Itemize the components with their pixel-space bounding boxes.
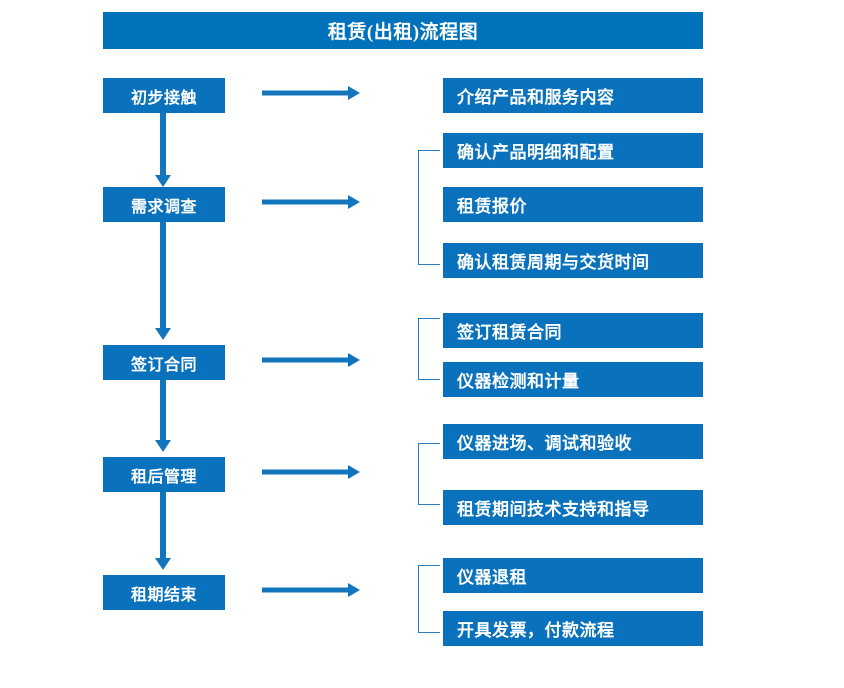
detail-box-confirm-product-details-config[interactable]: 确认产品明细和配置 — [443, 133, 703, 168]
detail-box-intro-products-services[interactable]: 介绍产品和服务内容 — [443, 78, 703, 113]
down-arrow-icon-stage-4-to-5 — [155, 492, 171, 570]
down-arrow-icon-stage-2-to-3 — [155, 222, 171, 340]
right-arrow-icon-stage-3 — [262, 353, 360, 367]
detail-box-instrument-return[interactable]: 仪器退租 — [443, 558, 703, 593]
right-arrow-icon-stage-4 — [262, 465, 360, 479]
right-arrow-icon-stage-1 — [262, 86, 360, 100]
detail-box-instrument-entry-debug-acceptance[interactable]: 仪器进场、调试和验收 — [443, 424, 703, 459]
group-bracket-icon-stage-2 — [418, 150, 440, 265]
detail-box-sign-rental-contract[interactable]: 签订租赁合同 — [443, 313, 703, 348]
stage-box-post-rental-management[interactable]: 租后管理 — [103, 457, 225, 492]
detail-box-rental-quotation[interactable]: 租赁报价 — [443, 187, 703, 222]
right-arrow-icon-stage-2 — [262, 195, 360, 209]
group-bracket-icon-stage-3 — [418, 318, 440, 380]
down-arrow-icon-stage-1-to-2 — [155, 112, 171, 187]
detail-box-instrument-inspection-metering[interactable]: 仪器检测和计量 — [443, 362, 703, 397]
detail-box-invoice-payment-process[interactable]: 开具发票，付款流程 — [443, 611, 703, 646]
stage-box-sign-contract[interactable]: 签订合同 — [103, 345, 225, 380]
detail-box-confirm-rental-period-delivery[interactable]: 确认租赁周期与交货时间 — [443, 243, 703, 278]
stage-box-rental-end[interactable]: 租期结束 — [103, 575, 225, 610]
stage-box-demand-survey[interactable]: 需求调查 — [103, 187, 225, 222]
down-arrow-icon-stage-3-to-4 — [155, 380, 171, 452]
group-bracket-icon-stage-4 — [418, 443, 440, 505]
group-bracket-icon-stage-5 — [418, 565, 440, 633]
chart-title-bar: 租赁(出租)流程图 — [103, 12, 703, 49]
detail-box-rental-period-tech-support[interactable]: 租赁期间技术支持和指导 — [443, 490, 703, 525]
right-arrow-icon-stage-5 — [262, 583, 360, 597]
stage-box-initial-contact[interactable]: 初步接触 — [103, 78, 225, 113]
